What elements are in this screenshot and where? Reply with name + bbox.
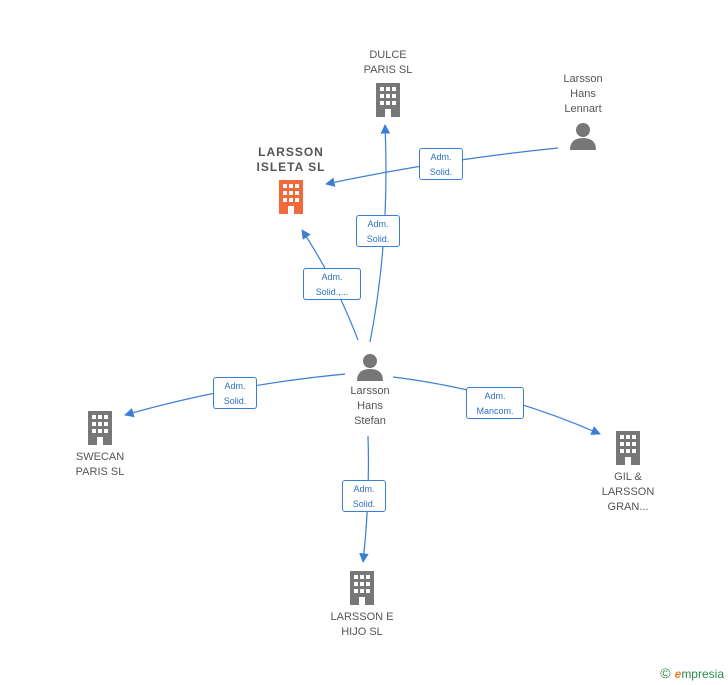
node-label-line: PARIS SL xyxy=(363,64,413,76)
node-label-line: LARSSON E xyxy=(330,611,394,623)
person-icon xyxy=(357,354,383,381)
node-label-line: Larsson xyxy=(350,385,390,397)
edge-label-stefan-dulce[interactable]: Adm. Solid. xyxy=(356,215,400,247)
edge-label-line: Mancom. xyxy=(476,406,514,416)
node-label-line: PARIS SL xyxy=(75,466,125,478)
node-hans-lennart[interactable]: Larsson Hans Lennart xyxy=(545,72,621,151)
edge-label-line: Solid.,... xyxy=(315,287,349,297)
edge-label-line: Solid. xyxy=(352,499,376,509)
brand-e-logo: e xyxy=(674,667,682,681)
building-icon xyxy=(376,83,400,117)
node-dulce-paris[interactable]: DULCE PARIS SL xyxy=(350,48,426,118)
node-label-line: ISLETA SL xyxy=(256,160,326,174)
building-icon xyxy=(350,571,374,605)
node-label-line: Lennart xyxy=(564,103,602,115)
edge-label-line: Solid. xyxy=(429,167,453,177)
edge-label-line: Adm. xyxy=(224,381,246,391)
copyright-icon: © xyxy=(660,665,671,681)
edge-label-line: Adm. xyxy=(484,391,506,401)
edge-label-line: Adm. xyxy=(321,272,343,282)
edge-label-lennart-isleta[interactable]: Adm. Solid. xyxy=(419,148,463,180)
building-icon xyxy=(279,180,303,214)
empresia-watermark: ©empresia xyxy=(660,665,724,681)
node-larsson-isleta[interactable]: LARSSON ISLETA SL xyxy=(246,145,336,215)
edge-label-line: Adm. xyxy=(430,152,452,162)
building-icon xyxy=(88,411,112,445)
node-label-line: Hans xyxy=(357,400,383,412)
node-label-line: LARSSON xyxy=(601,486,655,498)
node-gil-larsson[interactable]: GIL & LARSSON GRAN... xyxy=(590,430,666,515)
node-label-line: Hans xyxy=(570,88,596,100)
edge-label-stefan-swecan[interactable]: Adm. Solid. xyxy=(213,377,257,409)
edge-label-line: Adm. xyxy=(353,484,375,494)
node-label-line: Larsson xyxy=(563,73,603,85)
node-label-line: LARSSON xyxy=(258,145,324,159)
edge-label-stefan-gil[interactable]: Adm. Mancom. xyxy=(466,387,524,419)
node-label-line: GIL & xyxy=(614,471,642,483)
edge-label-stefan-isleta[interactable]: Adm. Solid.,... xyxy=(303,268,361,300)
node-hans-stefan[interactable]: Larsson Hans Stefan xyxy=(332,352,408,429)
node-label-line: HIJO SL xyxy=(341,626,383,638)
node-label-line: Stefan xyxy=(354,415,386,427)
edge-label-line: Solid. xyxy=(366,234,390,244)
node-swecan-paris[interactable]: SWECAN PARIS SL xyxy=(62,410,138,480)
node-label-line: DULCE xyxy=(369,49,407,61)
node-larsson-e-hijo[interactable]: LARSSON E HIJO SL xyxy=(324,570,400,640)
brand-name: mpresia xyxy=(681,667,724,681)
edge-label-stefan-hijo[interactable]: Adm. Solid. xyxy=(342,480,386,512)
edge-label-line: Solid. xyxy=(223,396,247,406)
node-label-line: GRAN... xyxy=(607,501,649,513)
person-icon xyxy=(570,123,596,150)
edge-label-line: Adm. xyxy=(367,219,389,229)
building-icon xyxy=(616,431,640,465)
node-label-line: SWECAN xyxy=(75,451,125,463)
